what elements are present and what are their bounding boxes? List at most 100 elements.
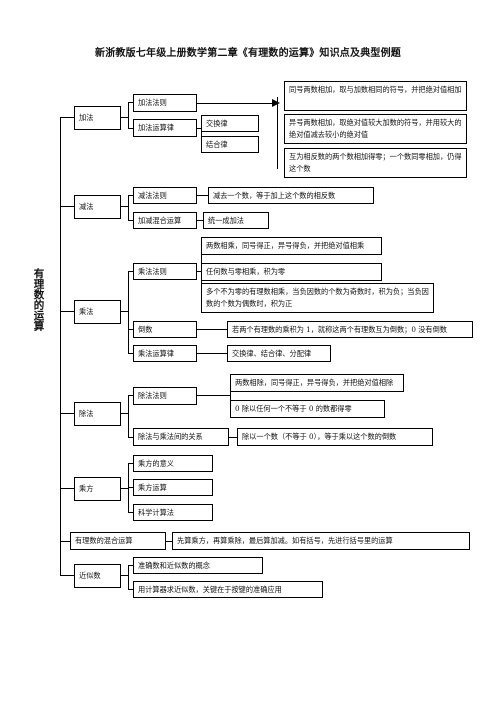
- connector: [128, 102, 133, 103]
- root-label-text: 有理数的运算: [32, 268, 45, 331]
- connector: [197, 329, 227, 330]
- connector: [197, 220, 203, 221]
- connector: [166, 541, 172, 542]
- connector: [128, 220, 133, 221]
- division-rule-2-text: 0 除以任何一个不等于 0 的数都得零: [235, 404, 352, 413]
- connector: [128, 271, 133, 272]
- node-mixed-add-sub: 加减混合运算: [133, 212, 197, 229]
- node-scientific-label: 科学计算法: [138, 507, 174, 517]
- node-division-relation-label: 除法与乘法间的关系: [138, 432, 203, 441]
- addition-rule-3: 互为相反数的两个数相加得零；一个数同零相加，仍得这个数: [284, 148, 467, 178]
- node-commutative: 交换律: [201, 115, 259, 132]
- addition-rule-3-text: 互为相反数的两个数相加得零；一个数同零相加，仍得这个数: [289, 152, 462, 173]
- arrow-line: [197, 103, 277, 104]
- node-multiplication: 乘法: [74, 300, 121, 324]
- connector: [128, 565, 129, 589]
- node-reciprocal: 倒数: [133, 321, 197, 338]
- connector: [128, 329, 133, 330]
- node-approx-label: 近似数: [79, 571, 101, 580]
- addition-rule-2: 异号两数相加，取绝对值较大加数的符号，并用较大的绝对值减去较小的绝对值: [284, 114, 467, 144]
- node-mixed-operation-label: 有理数的混合运算: [75, 536, 133, 545]
- subtraction-rule-text: 减去一个数，等于加上这个数的相反数: [208, 187, 374, 204]
- multiplication-rule-3-text: 多个不为零的有理数相乘，当负因数的个数为奇数时，积为负；当负因数的个数为偶数时，…: [206, 287, 429, 308]
- addition-rule-2-text: 异号两数相加，取绝对值较大加数的符号，并用较大的绝对值减去较小的绝对值: [289, 118, 462, 139]
- node-approx-calculator: 用计算器求近似数，关键在于按键的准确应用: [133, 581, 323, 598]
- mixed-add-sub-text: 统一成加法: [203, 212, 269, 229]
- node-approx-concept: 准确数和近似数的概念: [133, 557, 263, 574]
- node-multiplication-rule-label: 乘法法则: [138, 266, 167, 276]
- spine-line: [60, 117, 61, 575]
- division-rule-2: 0 除以任何一个不等于 0 的数都得零: [230, 400, 385, 418]
- division-relation-text: 除以一个数（不等于 0），等于乘以这个数的倒数: [237, 428, 433, 446]
- division-relation-text-value: 除以一个数（不等于 0），等于乘以这个数的倒数: [242, 432, 397, 441]
- multiplication-rule-2-text: 任何数与零相乘，积为零: [206, 267, 286, 276]
- node-subtraction-rule: 减法法则: [133, 187, 197, 204]
- connector: [121, 575, 128, 576]
- connector: [128, 589, 133, 590]
- multiplication-rule-3: 多个不为零的有理数相乘，当负因数的个数为奇数时，积为负；当负因数的个数为偶数时，…: [201, 283, 434, 313]
- node-division-relation: 除法与乘法间的关系: [133, 428, 229, 446]
- reciprocal-text-value: 若两个有理数的乘积为 1，就称这两个有理数互为倒数；0 没有倒数: [232, 324, 447, 334]
- node-approx-calculator-label: 用计算器求近似数，关键在于按键的准确应用: [138, 584, 282, 594]
- connector: [121, 413, 128, 414]
- node-addition-law-label: 加法运算律: [138, 123, 174, 132]
- connector: [60, 541, 70, 542]
- node-scientific: 科学计算法: [133, 504, 213, 521]
- node-approx: 近似数: [74, 564, 121, 588]
- connector: [197, 128, 201, 129]
- node-power-meaning-label: 乘方的意义: [138, 458, 174, 468]
- node-commutative-label: 交换律: [206, 118, 228, 128]
- connector: [60, 413, 74, 414]
- node-associative: 结合律: [201, 136, 259, 153]
- addition-rule-1-text: 同号两数相加，取与加数相同的符号，并把绝对值相加: [289, 85, 462, 94]
- connector: [121, 311, 128, 312]
- connector: [128, 395, 129, 437]
- node-associative-label: 结合律: [206, 139, 228, 149]
- node-addition-law: 加法运算律: [133, 119, 197, 137]
- connector: [197, 395, 230, 396]
- node-reciprocal-label: 倒数: [138, 324, 153, 334]
- connector: [128, 102, 129, 128]
- multiplication-rule-2: 任何数与零相乘，积为零: [201, 263, 382, 281]
- division-rule-1: 两数相除，同号得正，异号得负，并把绝对值相除: [230, 374, 404, 392]
- node-mixed-operation: 有理数的混合运算: [70, 532, 166, 550]
- mixed-operation-text: 先算乘方，再算乘除，最后算加减。如有括号，先进行括号里的运算: [172, 532, 470, 550]
- node-multiplication-label: 乘法: [79, 307, 94, 316]
- mixed-operation-text-value: 先算乘方，再算乘除，最后算加减。如有括号，先进行括号里的运算: [177, 536, 393, 545]
- connector: [60, 311, 74, 312]
- connector: [60, 575, 74, 576]
- node-mixed-add-sub-label: 加减混合运算: [138, 215, 182, 225]
- mixed-add-sub-text-value: 统一成加法: [208, 215, 244, 225]
- node-subtraction-rule-label: 减法法则: [138, 190, 167, 200]
- node-power-meaning: 乘方的意义: [133, 455, 213, 472]
- connector: [128, 353, 133, 354]
- connector: [128, 437, 133, 438]
- node-power-label: 乘方: [79, 484, 94, 493]
- connector: [121, 117, 128, 118]
- connector: [128, 395, 133, 396]
- node-multiplication-law: 乘法运算律: [133, 345, 197, 362]
- connector: [60, 206, 74, 207]
- connector: [201, 121, 202, 145]
- multiplication-rule-1-text: 两数相乘，同号得正，异号得负，并把绝对值相乘: [206, 241, 365, 250]
- node-addition-rule: 加法法则: [133, 94, 197, 112]
- connector: [121, 206, 128, 207]
- node-addition-label: 加法: [79, 113, 94, 122]
- page-title: 新浙教版七年级上册数学第二章《有理数的运算》知识点及典型例题: [95, 48, 401, 59]
- node-multiplication-rule: 乘法法则: [133, 263, 197, 280]
- connector: [230, 382, 231, 409]
- connector: [197, 271, 201, 272]
- node-division: 除法: [74, 402, 121, 426]
- node-addition: 加法: [74, 106, 121, 130]
- node-subtraction-label: 减法: [79, 202, 94, 211]
- connector: [60, 117, 74, 118]
- multiplication-law-text: 交换律、结合律、分配律: [227, 345, 331, 362]
- node-multiplication-law-label: 乘法运算律: [138, 348, 174, 358]
- node-subtraction: 减法: [74, 195, 121, 219]
- connector: [128, 271, 129, 353]
- connector: [128, 487, 133, 488]
- connector: [128, 195, 129, 220]
- addition-rule-1: 同号两数相加，取与加数相同的符号，并把绝对值相加: [284, 81, 467, 111]
- connector: [128, 512, 133, 513]
- connector: [60, 488, 74, 489]
